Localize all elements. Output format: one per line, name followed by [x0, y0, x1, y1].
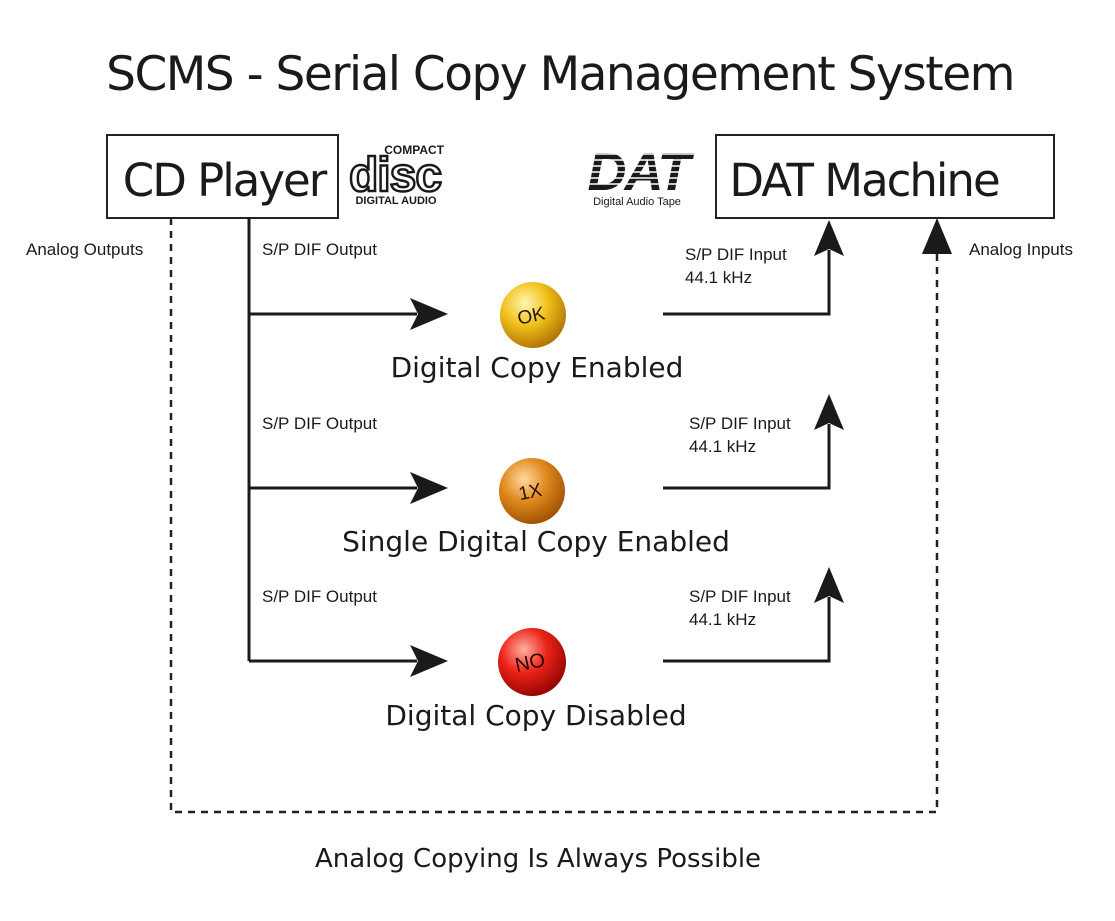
- dat-machine-label: DAT Machine: [729, 154, 999, 207]
- analog-inputs-label: Analog Inputs: [969, 240, 1073, 259]
- caption: Digital Copy Enabled: [391, 351, 684, 384]
- dat-logo: DAT Digital Audio Tape: [582, 142, 702, 208]
- cd-logo-main: disc: [349, 149, 441, 202]
- input-arrowhead: [814, 394, 844, 430]
- caption: Digital Copy Disabled: [385, 699, 686, 732]
- arrowhead: [410, 472, 448, 504]
- one-x-badge-text: 1X: [517, 480, 544, 505]
- cd-player-label: CD Player: [123, 154, 328, 207]
- path-digital-copy-disabled: S/P DIF Output NO Digital Copy Disabled …: [249, 567, 844, 732]
- dat-logo-bottom: Digital Audio Tape: [593, 196, 681, 208]
- caption: Single Digital Copy Enabled: [342, 525, 730, 558]
- path-single-digital-copy-enabled: S/P DIF Output 1X Single Digital Copy En…: [249, 394, 844, 558]
- arrowhead: [410, 645, 448, 677]
- rate-label: 44.1 kHz: [685, 268, 752, 287]
- analog-input-arrowhead: [922, 218, 952, 254]
- cd-logo-bottom: DIGITAL AUDIO: [355, 195, 437, 207]
- input-label: S/P DIF Input: [689, 414, 791, 433]
- analog-outputs-label: Analog Outputs: [26, 240, 143, 259]
- analog-path: [169, 218, 952, 814]
- rate-label: 44.1 kHz: [689, 610, 756, 629]
- dat-machine-box: DAT Machine: [715, 134, 1055, 219]
- input-label: S/P DIF Input: [689, 587, 791, 606]
- no-badge: [498, 628, 566, 696]
- output-label: S/P DIF Output: [262, 240, 377, 259]
- cd-logo-top: COMPACT: [384, 143, 444, 157]
- rate-label: 44.1 kHz: [689, 437, 756, 456]
- output-label: S/P DIF Output: [262, 587, 377, 606]
- page-title: SCMS - Serial Copy Management System: [106, 47, 1014, 102]
- one-x-badge: [499, 458, 565, 524]
- compact-disc-logo: COMPACT disc DIGITAL AUDIO: [348, 143, 445, 207]
- arrowhead: [410, 298, 448, 330]
- input-arrowhead: [814, 220, 844, 256]
- input-label: S/P DIF Input: [685, 245, 787, 264]
- path-digital-copy-enabled: S/P DIF Output OK Digital Copy Enabled S…: [249, 220, 844, 384]
- input-arrowhead: [814, 567, 844, 603]
- cd-player-box: CD Player: [106, 134, 339, 219]
- output-label: S/P DIF Output: [262, 414, 377, 433]
- ok-badge: [500, 282, 566, 348]
- footer-caption: Analog Copying Is Always Possible: [315, 844, 761, 874]
